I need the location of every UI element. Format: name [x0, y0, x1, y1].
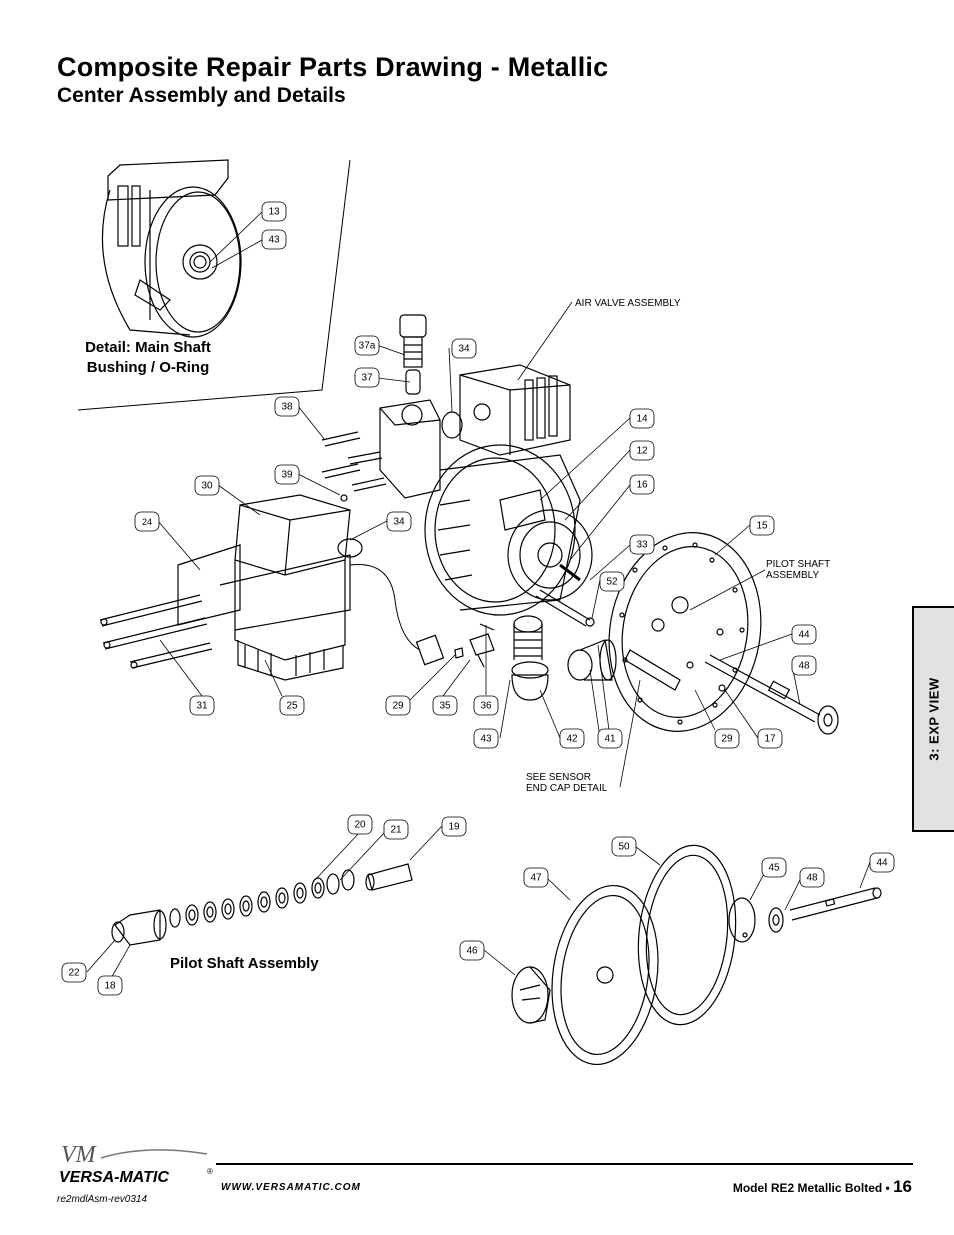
- versa-matic-logo: VM VERSA-MATIC ®: [59, 1142, 213, 1186]
- pilot-shaft-caption: Pilot Shaft Assembly: [170, 955, 319, 972]
- callout-41: 41: [604, 734, 616, 745]
- callout-31: 31: [196, 701, 208, 712]
- model-name: Model RE2 Metallic Bolted •: [732, 1181, 890, 1195]
- callout-44: 44: [798, 630, 810, 641]
- callout-37: 37: [361, 373, 373, 384]
- muffler-stack: [379, 314, 463, 499]
- callout-46: 46: [466, 946, 478, 957]
- callout-12: 12: [636, 446, 648, 457]
- footer-rule: [216, 1163, 913, 1165]
- logo-text: VERSA-MATIC: [59, 1169, 169, 1186]
- small-parts: [454, 623, 495, 668]
- callout-30: 30: [201, 481, 213, 492]
- logo-registered: ®: [207, 1167, 213, 1176]
- callout-52: 52: [606, 577, 618, 588]
- callout-19: 19: [448, 822, 460, 833]
- model-page-label: Model RE2 Metallic Bolted • 16: [733, 1177, 912, 1197]
- callout-44b: 44: [876, 858, 888, 869]
- callout-13: 13: [268, 207, 280, 218]
- website-link[interactable]: WWW.VERSAMATIC.COM: [221, 1182, 361, 1193]
- end-cap-plate: [608, 532, 762, 732]
- callout-29b: 29: [721, 734, 733, 745]
- callout-48: 48: [798, 661, 810, 672]
- callout-22: 22: [68, 968, 80, 979]
- callout-34: 34: [458, 344, 470, 355]
- callout-45: 45: [768, 863, 780, 874]
- callout-43b: 43: [480, 734, 492, 745]
- section-side-tab[interactable]: 3: EXP VIEW: [912, 606, 954, 832]
- callout-37a: 37a: [359, 341, 376, 352]
- callout-36: 36: [480, 701, 492, 712]
- page-title: Composite Repair Parts Drawing - Metalli…: [57, 52, 609, 82]
- end-block: [177, 494, 351, 681]
- callout-14: 14: [636, 414, 648, 425]
- callout-34b: 34: [393, 517, 405, 528]
- detail-caption-line1: Detail: Main Shaft: [85, 339, 211, 356]
- sensor-detail-line2: END CAP DETAIL: [526, 783, 608, 794]
- callout-33: 33: [636, 540, 648, 551]
- pilot-shaft-rod: [535, 563, 595, 627]
- air-valve-assembly: [459, 364, 571, 456]
- side-tab-label: 3: EXP VIEW: [926, 677, 942, 761]
- callout-16: 16: [636, 480, 648, 491]
- page-number: 16: [893, 1177, 912, 1196]
- spring-bushing: [511, 615, 549, 701]
- air-valve-label: AIR VALVE ASSEMBLY: [575, 298, 681, 309]
- pilot-shaft-label-line2: ASSEMBLY: [766, 570, 819, 581]
- callout-48b: 48: [806, 873, 818, 884]
- center-housing: [424, 444, 593, 616]
- callout-25: 25: [286, 701, 298, 712]
- diaphragm-parts: [511, 844, 882, 1066]
- callout-38: 38: [281, 402, 293, 413]
- callout-24: 24: [142, 517, 152, 527]
- callout-21: 21: [390, 825, 402, 836]
- callout-20: 20: [354, 820, 366, 831]
- pilot-shaft-label-line1: PILOT SHAFT: [766, 559, 830, 570]
- callout-18: 18: [104, 981, 116, 992]
- callout-47: 47: [530, 873, 542, 884]
- callout-43: 43: [268, 235, 280, 246]
- callout-15: 15: [756, 521, 768, 532]
- main-shaft: [704, 654, 839, 735]
- sensor-detail-line1: SEE SENSOR: [526, 772, 591, 783]
- detail-caption-line2: Bushing / O-Ring: [87, 359, 209, 376]
- callout-35: 35: [439, 701, 451, 712]
- pilot-shaft-exploded: [111, 863, 413, 946]
- callout-42: 42: [566, 734, 578, 745]
- callout-50: 50: [618, 842, 630, 853]
- callout-39: 39: [281, 470, 293, 481]
- bolts: [321, 431, 387, 502]
- page-subtitle: Center Assembly and Details: [57, 84, 346, 107]
- callout-29: 29: [392, 701, 404, 712]
- callout-17: 17: [764, 734, 776, 745]
- long-bolts: [99, 594, 213, 669]
- detail-center-block: [101, 159, 242, 338]
- document-id: re2mdlAsm-rev0314: [57, 1194, 148, 1205]
- logo-mark: VM: [61, 1142, 98, 1168]
